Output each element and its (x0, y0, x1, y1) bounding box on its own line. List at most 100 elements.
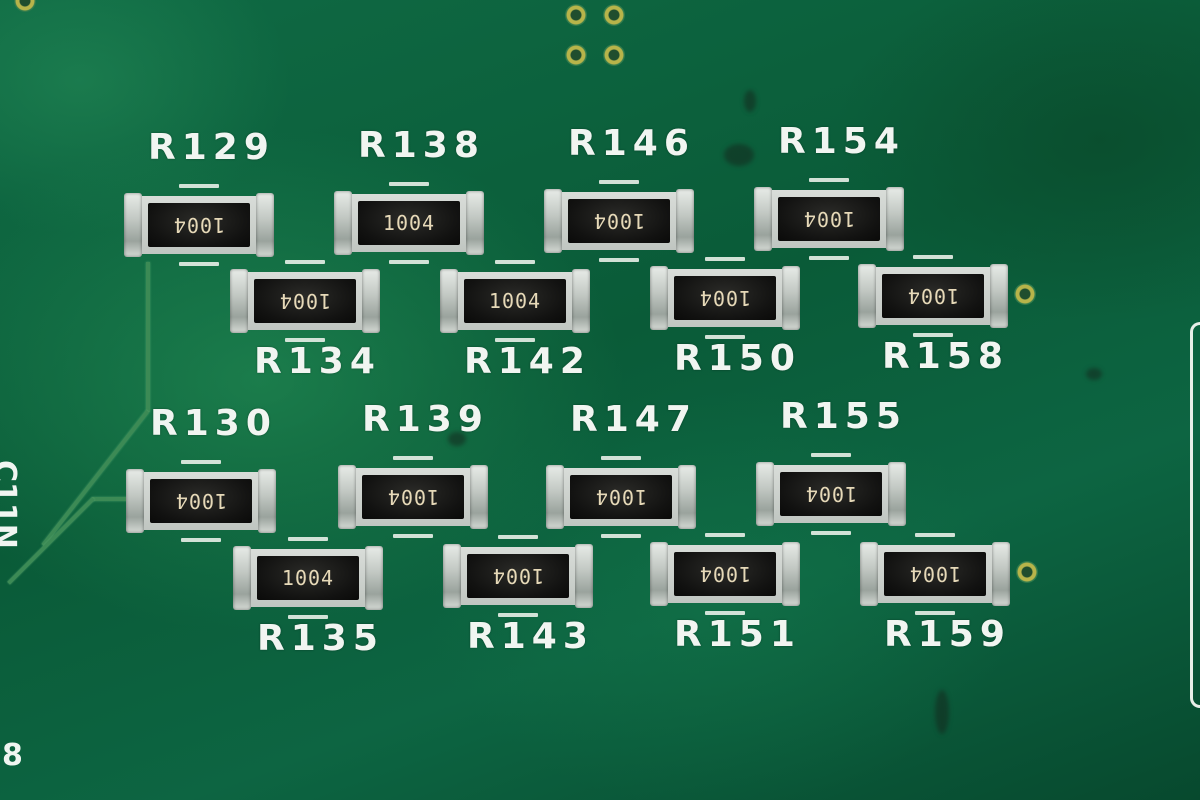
resistor-top-coat: 1004 (358, 201, 460, 245)
resistor-r130: 1004 (126, 460, 276, 542)
resistor-top-coat: 1004 (150, 479, 252, 523)
solder-terminal (860, 542, 878, 606)
resistor-body: 1004 (872, 267, 994, 325)
silkscreen-ref-r151: R151 (674, 614, 801, 655)
solder-terminal (544, 189, 562, 253)
resistor-value-marking: 1004 (488, 289, 542, 313)
solder-terminal (575, 544, 593, 608)
solder-terminal (782, 266, 800, 330)
board-outline (1190, 322, 1200, 708)
silkscreen-ref-r134: R134 (254, 341, 381, 382)
pcb-trace (146, 262, 150, 412)
silkscreen-ref-r129: R129 (148, 127, 275, 168)
silkscreen-tick (498, 535, 538, 539)
resistor-body: 1004 (247, 549, 369, 607)
resistor-body: 1004 (560, 468, 682, 526)
edge-silkscreen-text: C11N (0, 460, 22, 549)
silkscreen-tick (495, 338, 535, 342)
silkscreen-tick (809, 178, 849, 182)
resistor-top-coat: 1004 (884, 552, 986, 596)
via (14, 0, 36, 12)
resistor-r155: 1004 (756, 453, 906, 535)
solder-terminal (256, 193, 274, 257)
resistor-value-marking: 1004 (698, 562, 752, 586)
silkscreen-tick (599, 258, 639, 262)
resistor-r154: 1004 (754, 178, 904, 260)
resistor-body: 1004 (454, 272, 576, 330)
silkscreen-tick (601, 534, 641, 538)
resistor-body: 1004 (138, 196, 260, 254)
silkscreen-tick (181, 460, 221, 464)
resistor-body: 1004 (558, 192, 680, 250)
solder-terminal (676, 189, 694, 253)
silkscreen-tick (179, 262, 219, 266)
silkscreen-ref-r139: R139 (362, 399, 489, 440)
silkscreen-ref-r138: R138 (358, 125, 485, 166)
resistor-value-marking: 1004 (382, 211, 436, 235)
resistor-top-coat: 1004 (254, 279, 356, 323)
solder-terminal (338, 465, 356, 529)
debris (724, 144, 754, 166)
resistor-top-coat: 1004 (570, 475, 672, 519)
solder-terminal (440, 269, 458, 333)
resistor-value-marking: 1004 (172, 213, 226, 237)
resistor-value-marking: 1004 (174, 489, 228, 513)
resistor-body: 1004 (352, 468, 474, 526)
resistor-top-coat: 1004 (674, 276, 776, 320)
resistor-r129: 1004 (124, 184, 274, 266)
via (565, 44, 587, 66)
resistor-top-coat: 1004 (362, 475, 464, 519)
silkscreen-tick (913, 255, 953, 259)
resistor-top-coat: 1004 (882, 274, 984, 318)
silkscreen-tick (811, 453, 851, 457)
solder-terminal (650, 266, 668, 330)
resistor-body: 1004 (664, 545, 786, 603)
solder-terminal (886, 187, 904, 251)
solder-terminal (124, 193, 142, 257)
silkscreen-tick (809, 256, 849, 260)
silkscreen-ref-r150: R150 (674, 338, 801, 379)
solder-terminal (365, 546, 383, 610)
silkscreen-ref-r146: R146 (568, 123, 695, 164)
resistor-value-marking: 1004 (386, 485, 440, 509)
silkscreen-tick (495, 260, 535, 264)
solder-terminal (233, 546, 251, 610)
silkscreen-ref-r143: R143 (467, 616, 594, 657)
resistor-body: 1004 (664, 269, 786, 327)
silkscreen-ref-r158: R158 (882, 336, 1009, 377)
solder-terminal (126, 469, 144, 533)
silkscreen-tick (705, 611, 745, 615)
resistor-value-marking: 1004 (906, 284, 960, 308)
solder-terminal (678, 465, 696, 529)
silkscreen-tick (288, 615, 328, 619)
solder-terminal (782, 542, 800, 606)
silkscreen-ref-r135: R135 (257, 618, 384, 659)
resistor-value-marking: 1004 (491, 564, 545, 588)
resistor-body: 1004 (348, 194, 470, 252)
silkscreen-tick (389, 182, 429, 186)
via (603, 44, 625, 66)
solder-terminal (572, 269, 590, 333)
via (565, 4, 587, 26)
silkscreen-tick (705, 533, 745, 537)
resistor-top-coat: 1004 (148, 203, 250, 247)
silkscreen-tick (498, 613, 538, 617)
silkscreen-tick (601, 456, 641, 460)
solder-terminal (754, 187, 772, 251)
silkscreen-ref-r154: R154 (778, 121, 905, 162)
resistor-top-coat: 1004 (467, 554, 569, 598)
pcb-trace (92, 497, 132, 501)
solder-terminal (858, 264, 876, 328)
solder-terminal (258, 469, 276, 533)
solder-terminal (992, 542, 1010, 606)
resistor-body: 1004 (874, 545, 996, 603)
solder-terminal (990, 264, 1008, 328)
resistor-r143: 1004 (443, 535, 593, 617)
solder-terminal (230, 269, 248, 333)
resistor-r139: 1004 (338, 456, 488, 538)
resistor-r151: 1004 (650, 533, 800, 615)
silkscreen-ref-r155: R155 (780, 396, 907, 437)
resistor-body: 1004 (457, 547, 579, 605)
resistor-value-marking: 1004 (278, 289, 332, 313)
resistor-value-marking: 1004 (698, 286, 752, 310)
